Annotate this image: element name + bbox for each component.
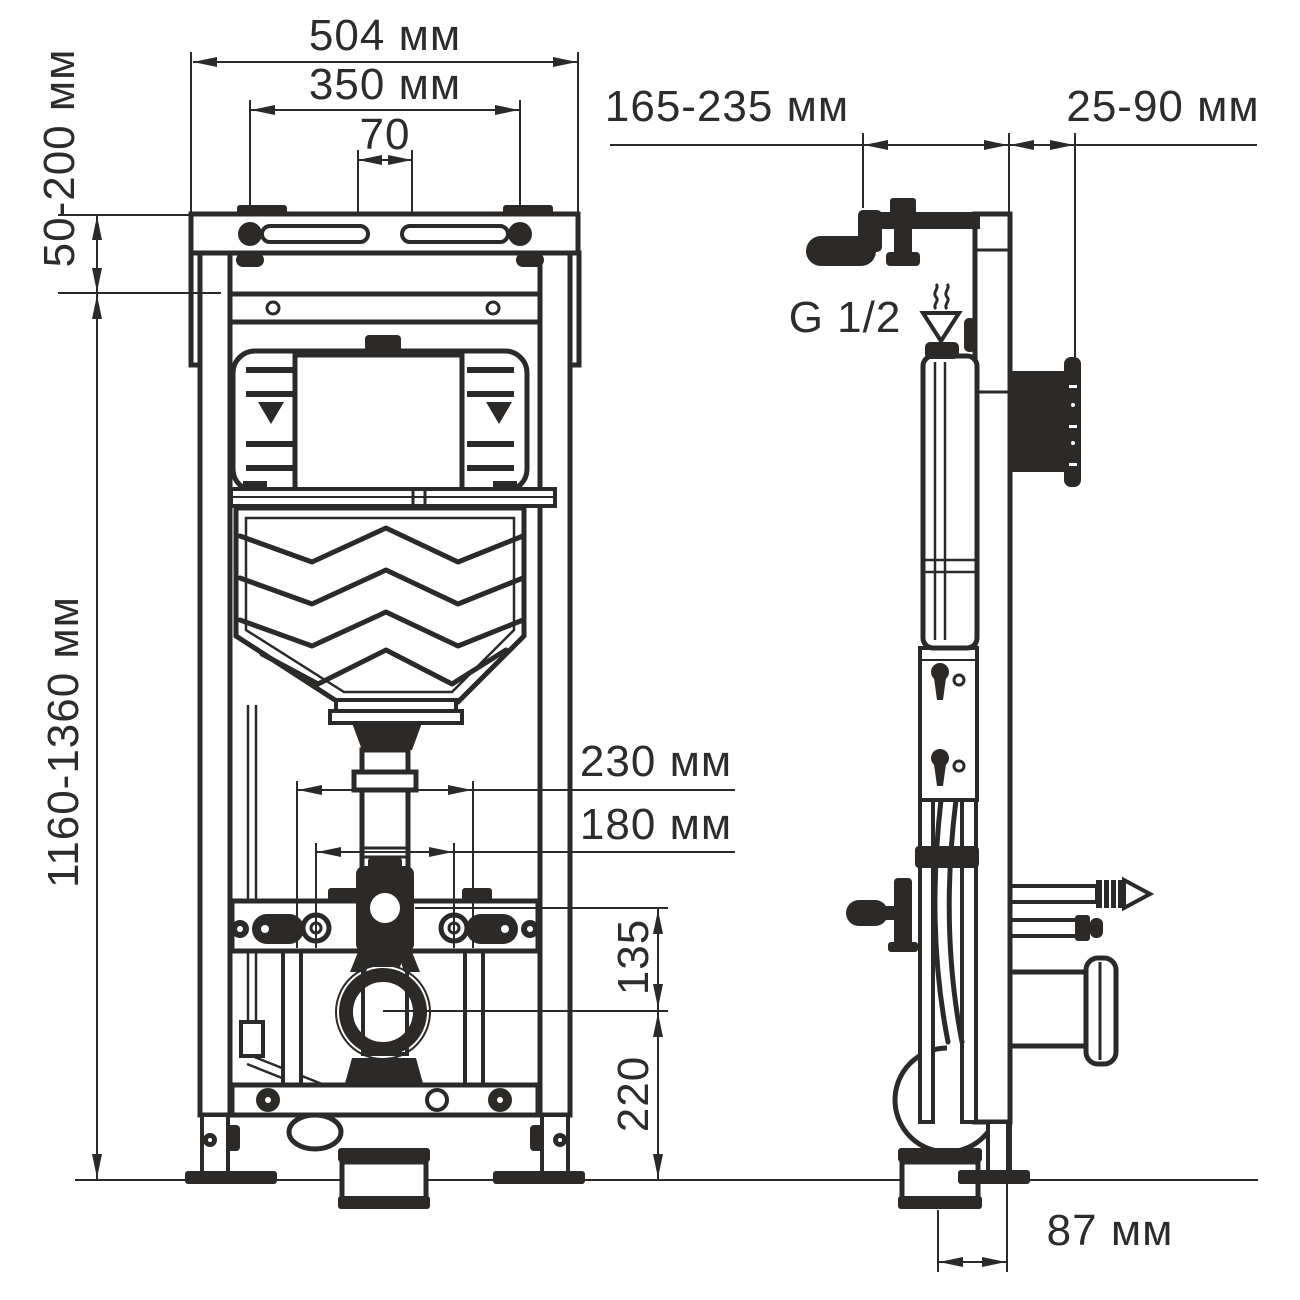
adjustable-feet <box>185 1113 585 1184</box>
dim-70-label: 70 <box>359 110 411 159</box>
dim-230-label: 230 мм <box>579 737 733 786</box>
toilet-outlet-pipe <box>1002 955 1119 1067</box>
dimension-lines <box>58 52 1257 1272</box>
cistern-tank <box>233 505 527 911</box>
cistern-side <box>920 342 980 651</box>
dim-50-200-label: 50-200 мм <box>35 48 84 268</box>
wall-bracket <box>1012 357 1081 487</box>
dim-25-90-label: 25-90 мм <box>1066 82 1260 131</box>
dim-135-label: 135 <box>609 918 658 996</box>
shutoff-valve <box>806 198 980 266</box>
water-supply-icon <box>919 282 963 345</box>
dim-350-label: 350 мм <box>308 60 462 109</box>
dim-504-label: 504 мм <box>308 11 462 60</box>
thread-g12-label: G 1/2 <box>788 293 902 342</box>
keyhole-plate <box>918 646 979 802</box>
water-connector-side <box>846 878 918 952</box>
dim-220-label: 220 <box>609 1055 658 1133</box>
drain-outlet-front <box>229 951 541 1209</box>
dim-1160-1360-label: 1160-1360 мм <box>39 596 88 888</box>
dimension-arrows <box>92 57 1074 1267</box>
dim-87-label: 87 мм <box>1046 1206 1174 1255</box>
fixing-studs <box>1003 876 1155 941</box>
frame-profile <box>915 211 1013 1125</box>
side-view <box>806 198 1155 1209</box>
dim-165-235-label: 165-235 мм <box>604 82 850 131</box>
dim-180-label: 180 мм <box>579 800 733 849</box>
flush-plate-unit <box>229 335 557 508</box>
lower-frame-and-fixings <box>229 858 541 1089</box>
